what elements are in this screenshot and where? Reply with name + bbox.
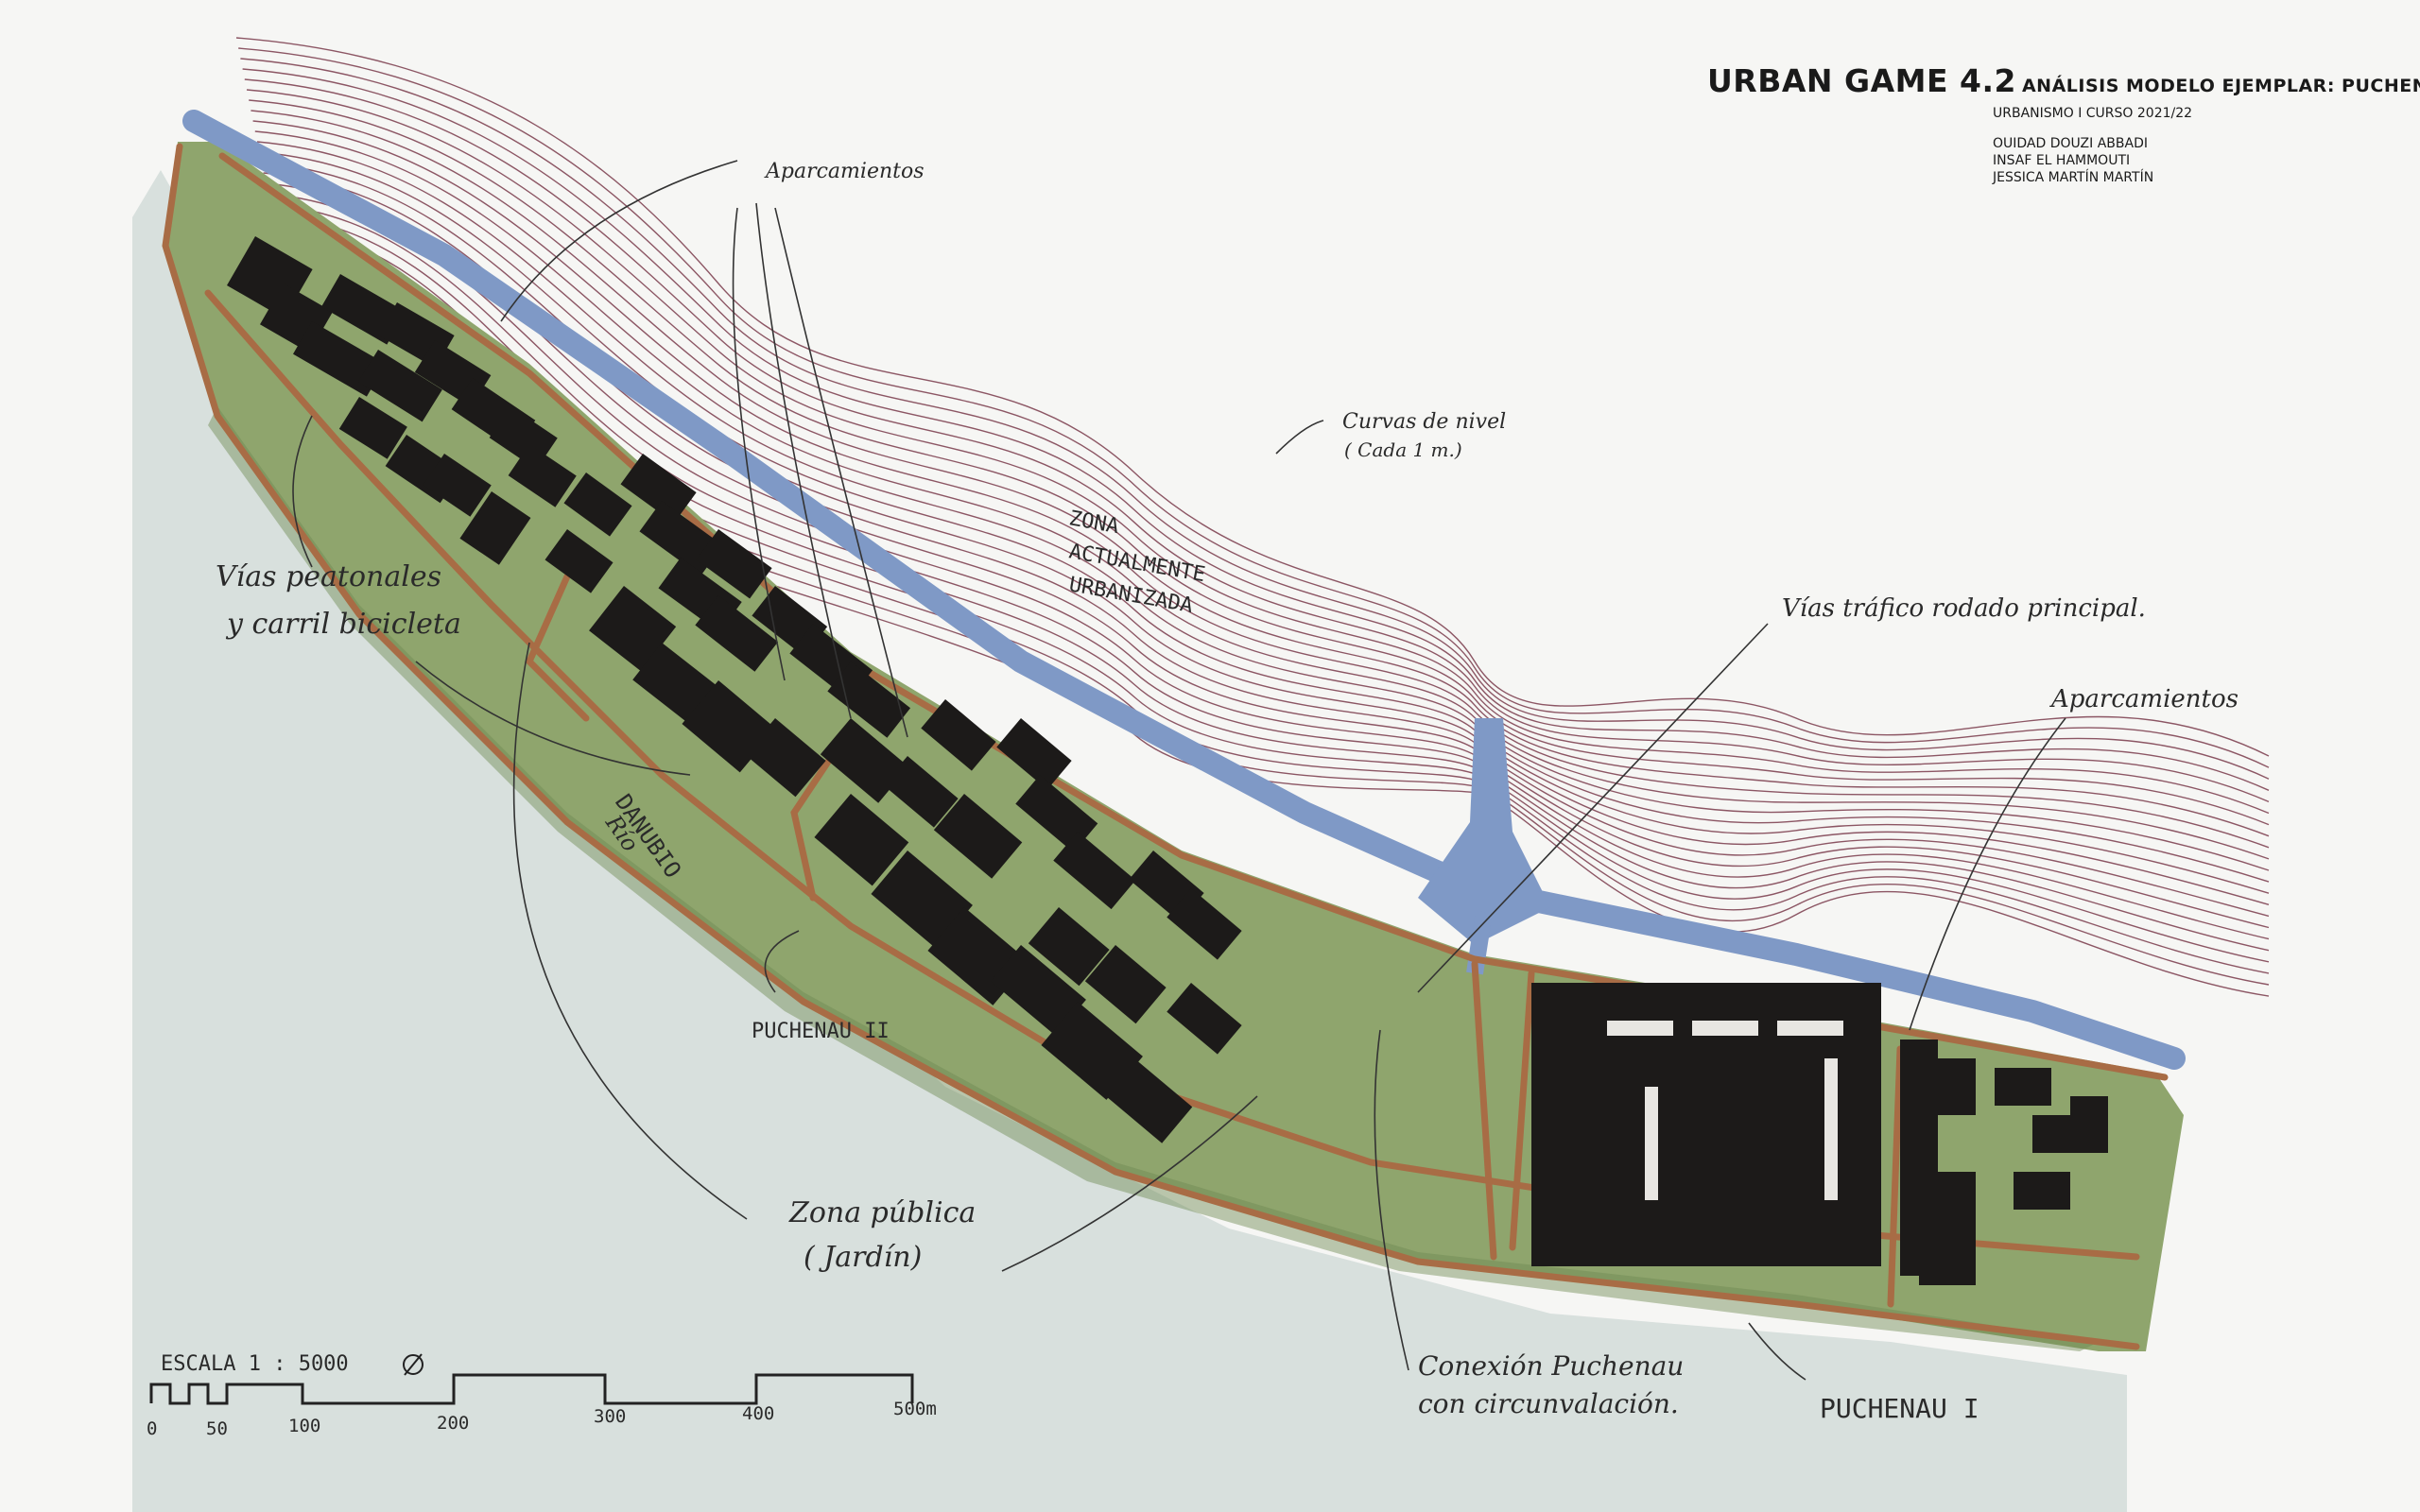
building-block — [827, 661, 911, 738]
title-subtitle: ANÁLISIS MODELO EJEMPLAR: PUCHENAU — [2021, 76, 2420, 96]
building-block — [1995, 1068, 2051, 1106]
building-block — [620, 453, 697, 524]
label-vias-peatonales-2: y carril bicicleta — [225, 608, 461, 641]
label-curvas-2: ( Cada 1 m.) — [1344, 438, 1462, 461]
annotation-arrows — [292, 160, 2066, 1381]
access-road — [1418, 718, 1550, 945]
scale-tick-0: 0 — [147, 1418, 157, 1439]
scale-line — [149, 1373, 914, 1405]
courtyards — [1607, 1021, 1843, 1200]
scale-tick-300: 300 — [594, 1406, 626, 1427]
scale-label: ESCALA 1 : 5000 — [161, 1352, 349, 1376]
danube-river — [132, 170, 2127, 1512]
contour-line — [256, 141, 2270, 871]
building-block — [1167, 888, 1242, 960]
main-road — [182, 110, 2186, 1070]
building-block — [589, 586, 677, 672]
building-block — [990, 945, 1086, 1037]
building-block — [563, 472, 632, 537]
scale-tick-100: 100 — [288, 1416, 320, 1436]
scale-bar: ESCALA 1 : 5000 0 50 100 200 300 400 500… — [147, 1352, 937, 1439]
label-puchenau-2: PUCHENAU II — [752, 1020, 890, 1043]
contour-line — [267, 193, 2270, 929]
label-conexion-2: con circunvalación. — [1418, 1388, 1679, 1419]
building-block — [814, 793, 909, 886]
label-conexion-1: Conexión Puchenau — [1418, 1350, 1684, 1382]
contour-line — [240, 58, 2270, 780]
building-block — [933, 794, 1023, 879]
building-block — [357, 350, 442, 422]
contour-line — [265, 182, 2270, 918]
building-block — [544, 529, 614, 593]
building-block — [1103, 1058, 1193, 1143]
building-block — [871, 850, 973, 949]
contour-line — [242, 68, 2270, 791]
course-info: URBANISMO I CURSO 2021/22 — [1993, 106, 2193, 121]
label-vias-trafico: Vías tráfico rodado principal. — [1782, 594, 2146, 623]
label-aparcamientos-right: Aparcamientos — [2049, 685, 2238, 713]
north-symbol — [403, 1354, 424, 1375]
contour-line — [244, 78, 2270, 803]
building-block — [1919, 1172, 1976, 1285]
label-zona-publica-1: Zona pública — [788, 1196, 976, 1229]
building-block — [2014, 1172, 2070, 1210]
building-block — [883, 755, 959, 828]
label-curvas-1: Curvas de nivel — [1342, 410, 1506, 434]
label-zona-publica-2: ( Jardín) — [804, 1241, 922, 1274]
scale-tick-400: 400 — [742, 1403, 774, 1424]
authors-list: OUIDAD DOUZI ABBADI INSAF EL HAMMOUTI JE… — [1993, 135, 2153, 186]
scale-tick-50: 50 — [206, 1418, 228, 1439]
author-name: JESSICA MARTÍN MARTÍN — [1993, 170, 2154, 185]
contour-line — [251, 110, 2270, 837]
author-name: INSAF EL HAMMOUTI — [1993, 153, 2131, 168]
scale-tick-200: 200 — [437, 1413, 469, 1434]
building-block — [459, 491, 531, 565]
contour-line — [238, 47, 2270, 768]
scale-tick-500: 500m — [893, 1399, 937, 1419]
building-block — [1167, 983, 1242, 1055]
building-block — [1028, 907, 1110, 987]
contour-line — [269, 203, 2270, 940]
label-aparcamientos-top: Aparcamientos — [764, 160, 925, 183]
building-block — [1041, 1002, 1143, 1100]
building-block — [423, 454, 492, 517]
label-zona-1: ZONA — [1067, 507, 1121, 539]
building-block — [696, 529, 772, 599]
author-name: OUIDAD DOUZI ABBADI — [1993, 136, 2148, 151]
building-block — [695, 595, 779, 672]
building-block — [1053, 832, 1136, 910]
building-block — [996, 717, 1072, 790]
contour-line — [235, 37, 2270, 757]
contour-line — [254, 130, 2270, 860]
label-puchenau-1: PUCHENAU I — [1820, 1393, 1979, 1424]
building-block — [508, 444, 577, 507]
building-block — [2070, 1096, 2108, 1153]
building-block — [744, 718, 826, 798]
building-block — [338, 397, 407, 459]
title-main: URBAN GAME 4.2 — [1707, 62, 2016, 99]
buildings — [227, 236, 2108, 1285]
building-block — [1919, 1058, 1976, 1115]
building-block — [1084, 944, 1167, 1024]
contour-line — [259, 151, 2270, 883]
building-block — [921, 699, 996, 771]
label-vias-peatonales-1: Vías peatonales — [216, 560, 441, 593]
contour-line — [246, 89, 2270, 815]
contour-line — [252, 120, 2270, 849]
contour-line — [249, 99, 2270, 826]
